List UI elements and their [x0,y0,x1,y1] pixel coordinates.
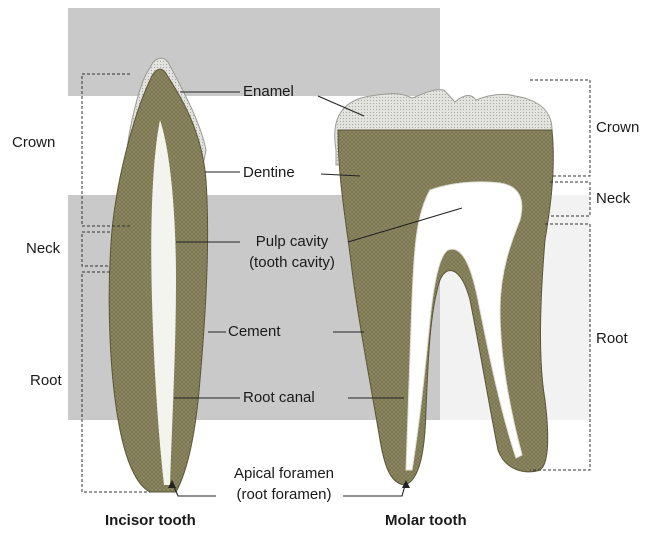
molar-caption: Molar tooth [385,512,467,529]
pulp-cavity-label: Pulp cavity [236,233,348,251]
left-crown-label: Crown [12,134,55,152]
apical-foramen-label: Apical foramen [214,465,354,483]
left-root-label: Root [30,372,62,390]
incisor-caption: Incisor tooth [105,512,196,529]
left-neck-label: Neck [26,240,60,258]
dentine-label: Dentine [243,164,295,182]
right-root-label: Root [596,330,628,348]
root-foramen-label: (root foramen) [214,486,354,504]
root-canal-label: Root canal [243,389,315,407]
tooth-cavity-label: (tooth cavity) [236,254,348,272]
enamel-label: Enamel [243,83,294,101]
cement-label: Cement [228,323,281,341]
right-neck-label: Neck [596,190,630,208]
right-crown-label: Crown [596,119,639,137]
incisor-tooth [109,58,207,492]
